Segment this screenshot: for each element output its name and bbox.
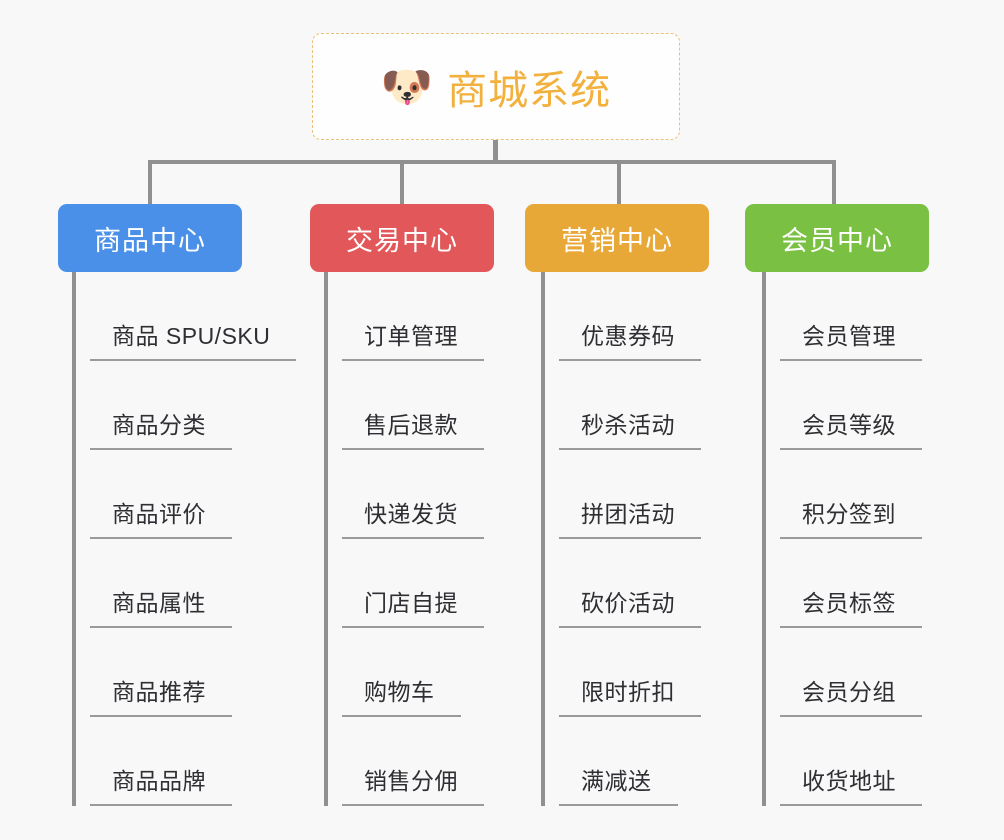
- column-spine-2: [324, 272, 328, 806]
- leaf-label: 拼团活动: [581, 501, 675, 527]
- leaf-item[interactable]: 商品评价: [72, 450, 296, 539]
- leaf-label: 快递发货: [364, 501, 458, 527]
- connector-drop-2: [400, 162, 404, 206]
- column-spine-1: [72, 272, 76, 806]
- root-node[interactable]: 🐶 商城系统: [312, 33, 680, 140]
- leaf-item[interactable]: 积分签到: [762, 450, 922, 539]
- category-column-4: 会员管理 会员等级 积分签到 会员标签 会员分组 收货地址: [762, 272, 922, 806]
- root-title: 商城系统: [447, 68, 612, 113]
- leaf-label: 收货地址: [802, 768, 896, 794]
- leaf-item[interactable]: 商品推荐: [72, 628, 296, 717]
- leaf-label: 优惠券码: [581, 323, 675, 349]
- category-box-3[interactable]: 营销中心: [525, 204, 709, 272]
- leaf-label: 会员标签: [802, 590, 896, 616]
- leaf-label: 会员分组: [802, 679, 896, 705]
- leaf-label: 会员管理: [802, 323, 896, 349]
- leaf-label: 购物车: [364, 679, 435, 705]
- leaf-label: 商品评价: [112, 501, 206, 527]
- leaf-item[interactable]: 售后退款: [324, 361, 484, 450]
- category-label-2: 交易中心: [346, 225, 458, 256]
- leaf-item[interactable]: 收货地址: [762, 717, 922, 806]
- leaf-item[interactable]: 拼团活动: [541, 450, 701, 539]
- leaf-label: 限时折扣: [581, 679, 675, 705]
- connector-horizontal-bus: [148, 160, 836, 164]
- leaf-item[interactable]: 会员等级: [762, 361, 922, 450]
- category-label-4: 会员中心: [781, 225, 893, 256]
- column-spine-3: [541, 272, 545, 806]
- leaf-item[interactable]: 秒杀活动: [541, 361, 701, 450]
- leaf-item[interactable]: 限时折扣: [541, 628, 701, 717]
- leaf-label: 商品推荐: [112, 679, 206, 705]
- leaf-item[interactable]: 购物车: [324, 628, 484, 717]
- category-box-4[interactable]: 会员中心: [745, 204, 929, 272]
- leaf-item[interactable]: 商品品牌: [72, 717, 296, 806]
- leaf-label: 门店自提: [364, 590, 458, 616]
- shiba-dog-face-icon: 🐶: [380, 62, 434, 110]
- leaf-item[interactable]: 快递发货: [324, 450, 484, 539]
- connector-drop-3: [617, 162, 621, 206]
- leaf-item[interactable]: 商品属性: [72, 539, 296, 628]
- leaf-label: 销售分佣: [364, 768, 458, 794]
- leaf-item[interactable]: 会员管理: [762, 272, 922, 361]
- leaf-item[interactable]: 会员分组: [762, 628, 922, 717]
- category-column-3: 优惠券码 秒杀活动 拼团活动 砍价活动 限时折扣 满减送: [541, 272, 701, 806]
- leaf-item[interactable]: 满减送: [541, 717, 701, 806]
- category-box-2[interactable]: 交易中心: [310, 204, 494, 272]
- leaf-item[interactable]: 商品分类: [72, 361, 296, 450]
- column-spine-4: [762, 272, 766, 806]
- category-label-1: 商品中心: [94, 225, 206, 256]
- leaf-item[interactable]: 砍价活动: [541, 539, 701, 628]
- leaf-item[interactable]: 会员标签: [762, 539, 922, 628]
- leaf-item[interactable]: 门店自提: [324, 539, 484, 628]
- leaf-item[interactable]: 订单管理: [324, 272, 484, 361]
- leaf-label: 商品品牌: [112, 768, 206, 794]
- leaf-item[interactable]: 商品 SPU/SKU: [72, 272, 297, 361]
- category-column-2: 订单管理 售后退款 快递发货 门店自提 购物车 销售分佣: [324, 272, 484, 806]
- leaf-item[interactable]: 销售分佣: [324, 717, 484, 806]
- category-box-1[interactable]: 商品中心: [58, 204, 242, 272]
- connector-drop-4: [832, 162, 836, 206]
- category-label-3: 营销中心: [561, 225, 673, 256]
- leaf-label: 秒杀活动: [581, 412, 675, 438]
- leaf-label: 商品 SPU/SKU: [112, 323, 271, 349]
- category-column-1: 商品 SPU/SKU 商品分类 商品评价 商品属性 商品推荐 商品品牌: [72, 272, 297, 806]
- connector-drop-1: [148, 162, 152, 206]
- leaf-item[interactable]: 优惠券码: [541, 272, 701, 361]
- leaf-label: 满减送: [581, 768, 652, 794]
- leaf-label: 商品属性: [112, 590, 206, 616]
- leaf-label: 会员等级: [802, 412, 896, 438]
- connector-root-stem: [493, 140, 498, 164]
- leaf-label: 商品分类: [112, 412, 206, 438]
- leaf-label: 售后退款: [364, 412, 458, 438]
- leaf-label: 砍价活动: [581, 590, 675, 616]
- leaf-label: 订单管理: [364, 323, 458, 349]
- leaf-label: 积分签到: [802, 501, 896, 527]
